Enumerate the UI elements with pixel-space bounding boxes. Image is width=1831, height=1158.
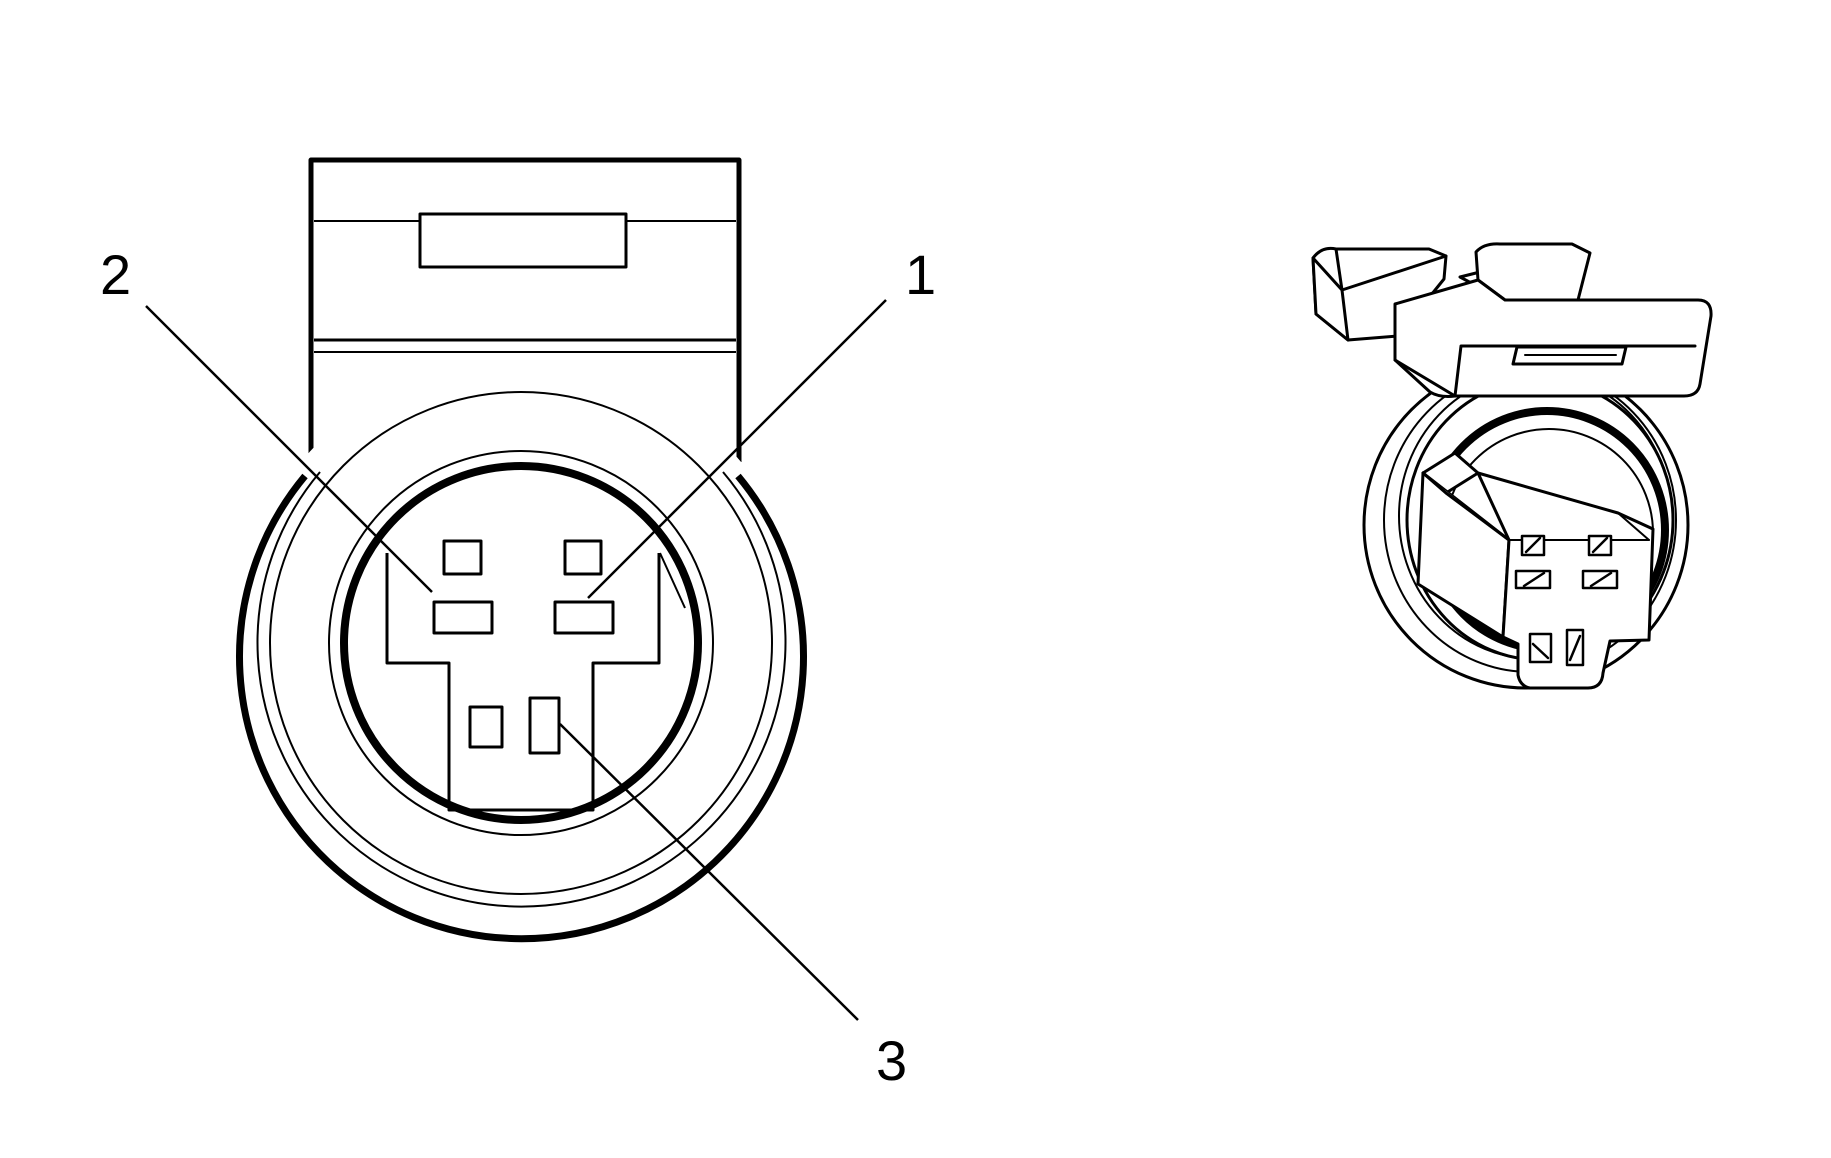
leader-line-1 (587, 299, 887, 599)
terminal-cavities (432, 539, 615, 755)
connector-rings (236, 358, 807, 943)
leader-lines (145, 299, 887, 1021)
terminal-insert (385, 552, 686, 812)
leader-line-3 (559, 723, 859, 1021)
callout-1: 1 (905, 243, 936, 306)
leader-line-2 (145, 305, 433, 593)
callout-2: 2 (100, 243, 131, 306)
locking-tab-housing (308, 157, 742, 464)
cavity-3 (528, 696, 561, 755)
isometric-locking-tab (1311, 242, 1713, 398)
cavity-upper-right (563, 539, 603, 576)
isometric-terminal-insert (1416, 451, 1655, 690)
locking-tab-slot (418, 212, 628, 269)
isometric-cavities (1514, 534, 1619, 667)
cavity-lower-left (468, 705, 504, 749)
connector-face-view (236, 157, 807, 943)
cavity-1 (553, 600, 615, 635)
connector-isometric-view (1311, 242, 1713, 690)
cavity-upper-left (442, 539, 483, 576)
cavity-2 (432, 600, 494, 635)
callout-3: 3 (876, 1029, 907, 1092)
